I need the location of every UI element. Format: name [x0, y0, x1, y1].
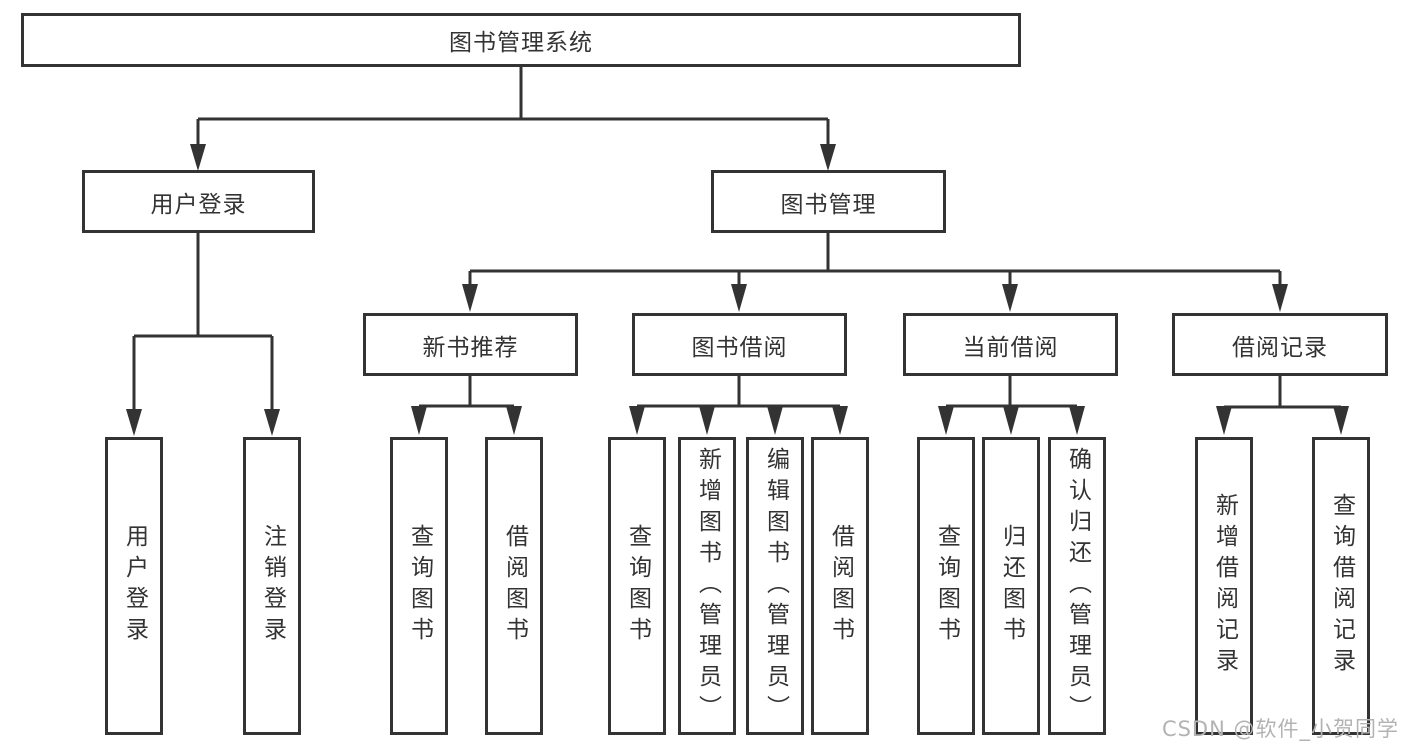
node-label: 查询图书 — [406, 524, 433, 648]
node-label: 用户登录 — [150, 191, 247, 218]
arrow-down-icon — [264, 409, 280, 436]
arrow-down-icon — [1333, 406, 1349, 435]
arrow-down-icon — [767, 406, 783, 435]
node-label: 当前借阅 — [962, 334, 1059, 361]
arrow-down-icon — [832, 406, 848, 435]
node-label: 查询图书 — [933, 524, 960, 648]
leaf-edit-books-admin: 编辑图书（管理员） — [746, 437, 804, 735]
leaf-borrow-books: 借阅图书 — [811, 437, 869, 735]
node-label: 图书管理系统 — [449, 30, 593, 56]
leaf-query-borrow-record: 查询借阅记录 — [1312, 437, 1370, 735]
node-root-system: 图书管理系统 — [21, 13, 1021, 67]
node-label: 查询图书 — [624, 524, 651, 648]
node-borrow-records: 借阅记录 — [1172, 313, 1388, 376]
node-new-book-recommend: 新书推荐 — [363, 313, 578, 376]
node-label: 借阅图书 — [827, 524, 854, 648]
node-current-borrow: 当前借阅 — [903, 313, 1118, 376]
arrow-down-icon — [190, 144, 206, 171]
arrow-down-icon — [820, 144, 836, 171]
leaf-add-books-admin: 新增图书（管理员） — [678, 437, 736, 735]
arrow-down-icon — [731, 284, 747, 312]
arrow-down-icon — [506, 406, 522, 435]
arrow-down-icon — [411, 406, 427, 435]
csdn-watermark: CSDN @软件_小贺同学 — [1161, 717, 1399, 741]
node-book-borrow: 图书借阅 — [632, 313, 847, 376]
arrow-down-icon — [1216, 406, 1232, 435]
connector-borrow-records-to-leaves — [1216, 376, 1349, 435]
node-label: 借阅记录 — [1232, 334, 1328, 361]
node-label: 新增图书（管理员） — [694, 446, 721, 726]
leaf-query-books-borrow: 查询图书 — [608, 437, 666, 735]
node-label: 注销登录 — [259, 524, 286, 648]
leaf-return-books: 归还图书 — [982, 437, 1040, 735]
arrow-down-icon — [462, 284, 478, 312]
connector-current-borrow-to-leaves — [938, 376, 1085, 435]
node-label: 查询借阅记录 — [1328, 493, 1355, 679]
connector-user-login-to-leaves — [126, 233, 280, 436]
leaf-user-login: 用户登录 — [105, 437, 163, 735]
leaf-query-books-recommend: 查询图书 — [390, 437, 448, 735]
node-label: 图书管理 — [780, 191, 877, 218]
leaf-add-borrow-record: 新增借阅记录 — [1195, 437, 1253, 735]
leaf-query-books-current: 查询图书 — [917, 437, 975, 735]
connector-book-management-to-level2 — [462, 233, 1288, 312]
arrow-down-icon — [699, 406, 715, 435]
node-book-management: 图书管理 — [711, 170, 946, 233]
node-label: 新书推荐 — [422, 334, 519, 361]
arrow-down-icon — [1069, 406, 1085, 435]
arrow-down-icon — [126, 409, 142, 436]
node-user-login: 用户登录 — [82, 170, 315, 233]
node-label: 图书借阅 — [691, 334, 788, 361]
node-label: 编辑图书（管理员） — [762, 446, 789, 726]
node-label: 用户登录 — [121, 524, 148, 648]
node-label: 新增借阅记录 — [1211, 493, 1238, 679]
arrow-down-icon — [1003, 406, 1019, 435]
connector-root-to-level1 — [190, 67, 836, 171]
leaf-confirm-return-admin: 确认归还（管理员） — [1048, 437, 1106, 735]
node-label: 归还图书 — [998, 524, 1025, 648]
leaf-borrow-books-recommend: 借阅图书 — [485, 437, 543, 735]
leaf-logout: 注销登录 — [243, 437, 301, 735]
connector-new-book-recommend-to-leaves — [411, 376, 522, 435]
arrow-down-icon — [1002, 284, 1018, 312]
connector-book-borrow-to-leaves — [629, 376, 848, 435]
node-label: 借阅图书 — [501, 524, 528, 648]
node-label: 确认归还（管理员） — [1064, 446, 1091, 726]
arrow-down-icon — [1272, 284, 1288, 312]
arrow-down-icon — [629, 406, 645, 435]
arrow-down-icon — [938, 406, 954, 435]
